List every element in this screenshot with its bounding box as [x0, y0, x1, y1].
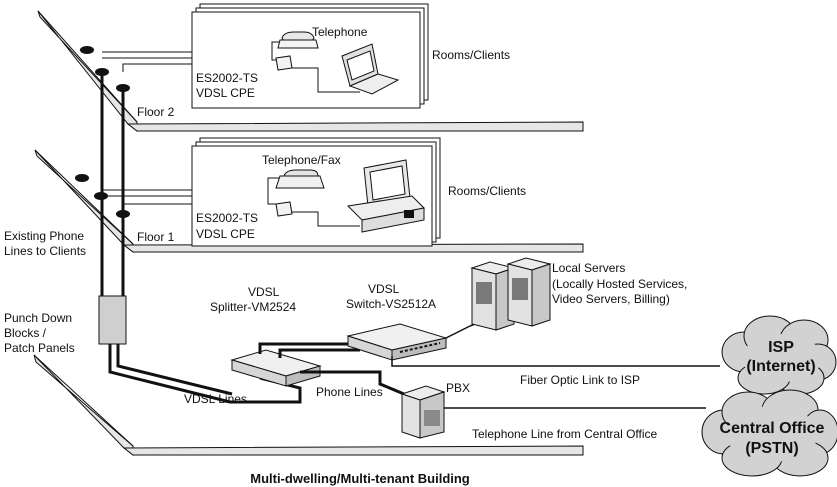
punch-down-label: Punch Down — [4, 311, 72, 325]
existing-phone-lines-label: Existing Phone — [4, 229, 84, 243]
fiber-link-label: Fiber Optic Link to ISP — [520, 373, 640, 387]
servers-label: Local Servers — [552, 261, 625, 275]
telephone-label: Telephone — [312, 25, 368, 39]
fax-icon — [275, 169, 325, 189]
riser-node — [80, 46, 94, 54]
isp-cloud — [721, 315, 837, 395]
floor-2-label: Floor 2 — [137, 105, 175, 119]
floor-2-cpe-model: ES2002-TS — [196, 71, 258, 85]
floor-2-rooms-label: Rooms/Clients — [432, 48, 510, 62]
central-office-label: (PSTN) — [745, 440, 798, 457]
switch-label: Switch-VS2512A — [346, 297, 436, 311]
punch-down-label: Blocks / — [4, 326, 47, 340]
desktop-computer-icon — [346, 159, 426, 233]
diagram-caption: Multi-dwelling/Multi-tenant Building — [250, 471, 470, 486]
pbx-label: PBX — [446, 381, 470, 395]
vdsl-lines-label: VDSL Lines — [184, 392, 247, 406]
floor-2-cpe-type: VDSL CPE — [196, 86, 255, 100]
phone-lines-cable — [300, 370, 405, 396]
isp-label: ISP — [768, 339, 794, 356]
floor-1-label: Floor 1 — [137, 230, 175, 244]
servers-label: (Locally Hosted Services, — [552, 277, 687, 291]
splitter-switch-links — [258, 342, 360, 358]
switch-label: VDSL — [368, 282, 400, 296]
telephone-line-label: Telephone Line from Central Office — [472, 427, 658, 441]
vdsl-lines-cable — [108, 344, 302, 404]
cpe-device — [275, 201, 293, 217]
splitter-label: VDSL — [248, 285, 280, 299]
servers-label: Video Servers, Billing) — [552, 292, 670, 306]
floor-2-rooms — [191, 3, 429, 109]
isp-label: (Internet) — [746, 358, 815, 375]
floor-1-cpe-type: VDSL CPE — [196, 227, 255, 241]
vdsl-switch — [346, 323, 448, 361]
floor-1-cpe-model: ES2002-TS — [196, 211, 258, 225]
vdsl-splitter — [230, 349, 322, 387]
telephone-fax-label: Telephone/Fax — [262, 153, 341, 167]
telephone-icon — [277, 31, 319, 49]
pbx-unit — [400, 385, 446, 439]
fiber-optic-link — [391, 356, 720, 367]
punch-down-block — [98, 295, 127, 345]
floor-1-rooms-label: Rooms/Clients — [448, 184, 526, 198]
phone-lines-label: Phone Lines — [316, 385, 383, 399]
punch-down-label: Patch Panels — [4, 341, 75, 355]
ground-floor-slab — [33, 354, 584, 457]
laptop-icon — [341, 43, 400, 95]
central-office-cloud — [701, 389, 837, 477]
local-servers — [470, 257, 552, 331]
existing-phone-lines-label: Lines to Clients — [4, 244, 86, 258]
riser-cables — [100, 72, 125, 296]
floor-2-slab — [37, 10, 584, 133]
riser-node — [75, 174, 89, 182]
central-office-label: Central Office — [720, 420, 825, 437]
floor-2-wiring — [102, 41, 360, 93]
cpe-device — [275, 55, 293, 71]
splitter-label: Splitter-VM2524 — [210, 300, 296, 314]
